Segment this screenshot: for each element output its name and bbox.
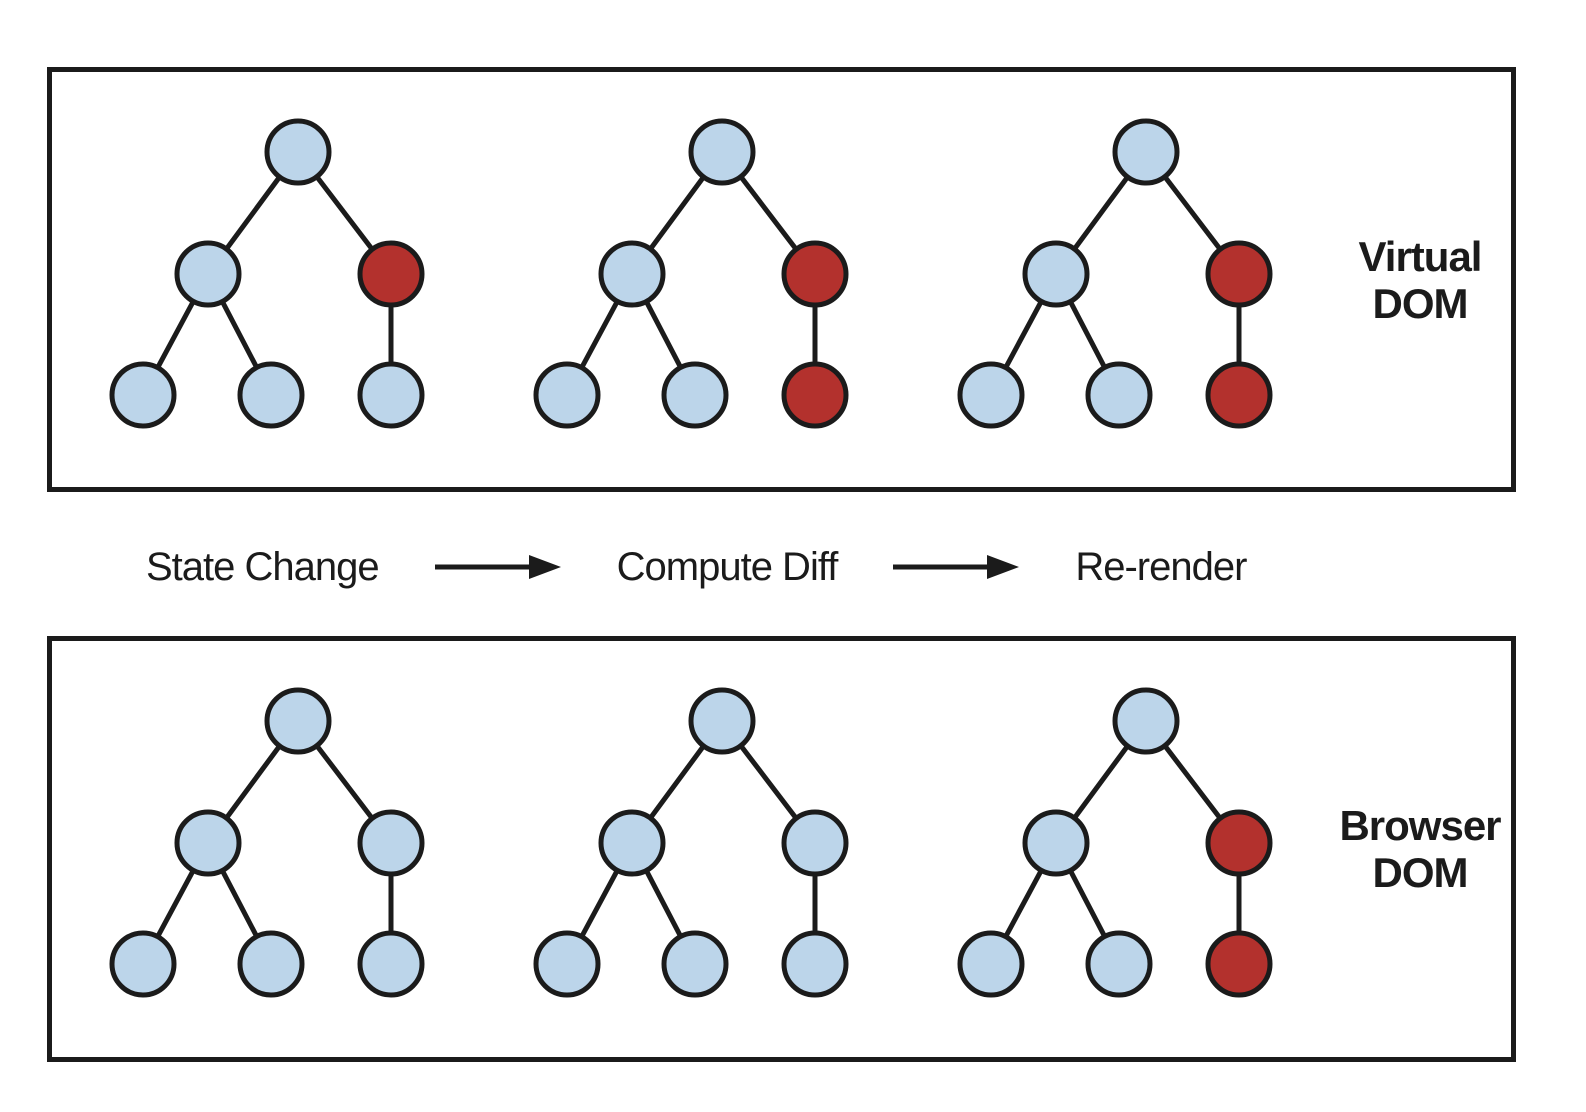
tree-node-left-child — [1022, 240, 1090, 308]
browser-dom-label-line-1: Browser — [1339, 801, 1501, 849]
tree-node-left-child — [174, 240, 242, 308]
tree-node-left-child — [1022, 809, 1090, 877]
tree-node-left-right-leaf — [661, 361, 729, 429]
tree-node-left-left-leaf — [109, 930, 177, 998]
tree-node-root — [264, 118, 332, 186]
tree-node-root — [688, 687, 756, 755]
tree-node-right-child — [1205, 809, 1273, 877]
tree-node-right-child — [1205, 240, 1273, 308]
tree-node-right-child-leaf — [357, 930, 425, 998]
tree-node-left-right-leaf — [237, 361, 305, 429]
dom-tree — [957, 687, 1273, 998]
tree-node-root — [1112, 687, 1180, 755]
virtual-dom-label-line-2: DOM — [1372, 279, 1469, 327]
dom-tree — [533, 118, 849, 429]
tree-node-root — [264, 687, 332, 755]
tree-node-left-child — [174, 809, 242, 877]
tree-node-left-right-leaf — [661, 930, 729, 998]
tree-node-right-child — [781, 809, 849, 877]
flow-step-state-change: State Change — [146, 544, 380, 589]
tree-node-right-child-leaf — [781, 361, 849, 429]
tree-node-left-right-leaf — [1085, 930, 1153, 998]
virtual-dom-label-line-1: Virtual — [1358, 232, 1483, 280]
tree-node-root — [688, 118, 756, 186]
tree-node-left-left-leaf — [957, 361, 1025, 429]
tree-node-left-right-leaf — [237, 930, 305, 998]
tree-node-right-child — [781, 240, 849, 308]
tree-node-left-left-leaf — [957, 930, 1025, 998]
arrow-head — [987, 555, 1020, 579]
right-arrow-icon — [434, 555, 561, 579]
dom-tree — [533, 687, 849, 998]
dom-tree — [109, 687, 425, 998]
tree-node-right-child-leaf — [1205, 930, 1273, 998]
arrow-head — [528, 555, 561, 579]
flow-step-re-render: Re-render — [1075, 544, 1247, 589]
browser-dom-label: Browser DOM — [1335, 802, 1505, 896]
tree-node-left-left-leaf — [533, 361, 601, 429]
flow-row: State Change Compute Diff Re-render — [146, 531, 1247, 603]
tree-node-right-child — [357, 809, 425, 877]
virtual-dom-label: Virtual DOM — [1335, 232, 1505, 326]
tree-node-right-child-leaf — [1205, 361, 1273, 429]
tree-node-root — [1112, 118, 1180, 186]
tree-node-left-left-leaf — [533, 930, 601, 998]
virtual-dom-trees — [107, 116, 1275, 431]
dom-tree — [957, 118, 1273, 429]
flow-step-compute-diff: Compute Diff — [616, 544, 839, 589]
tree-node-right-child — [357, 240, 425, 308]
tree-node-right-child-leaf — [781, 930, 849, 998]
tree-node-left-left-leaf — [109, 361, 177, 429]
tree-node-left-child — [598, 240, 666, 308]
browser-dom-label-line-2: DOM — [1372, 849, 1469, 896]
browser-dom-trees — [107, 685, 1275, 1000]
dom-tree — [109, 118, 425, 429]
tree-node-left-child — [598, 809, 666, 877]
browser-dom-panel: Browser DOM — [47, 636, 1516, 1062]
virtual-dom-panel: Virtual DOM — [47, 67, 1516, 492]
tree-node-left-right-leaf — [1085, 361, 1153, 429]
tree-node-right-child-leaf — [357, 361, 425, 429]
right-arrow-icon — [893, 555, 1020, 579]
